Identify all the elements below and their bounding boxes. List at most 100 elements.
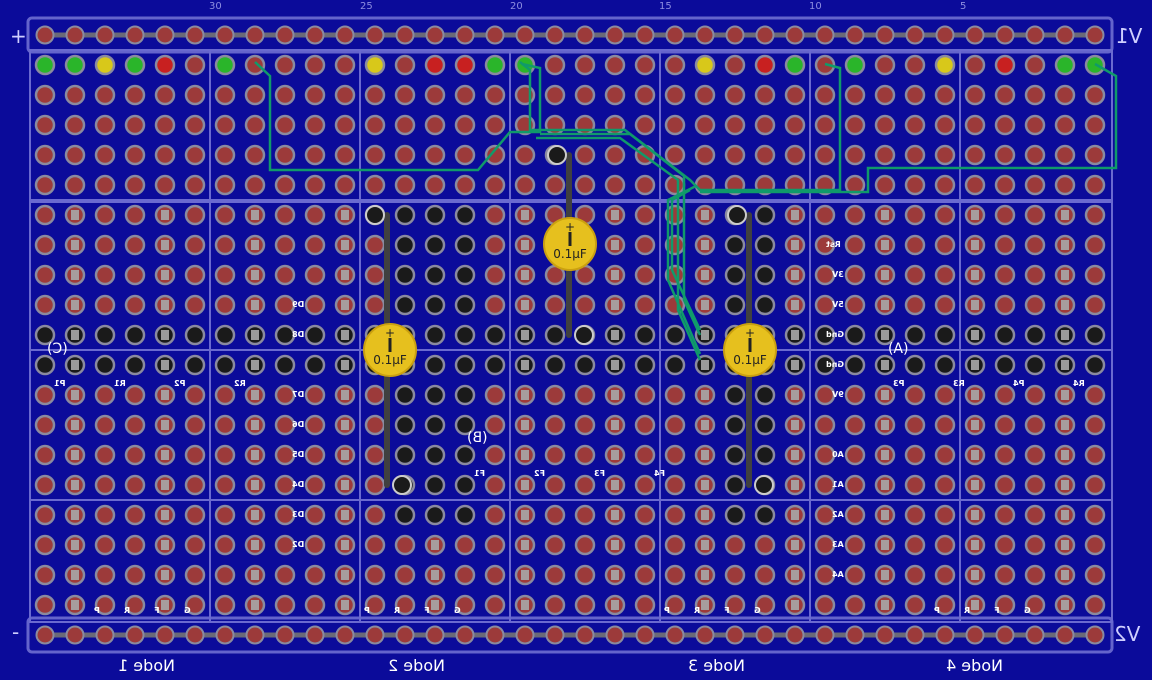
pad [424, 84, 446, 106]
pad-silkscreen [881, 600, 889, 610]
pad [574, 114, 596, 136]
pad [124, 504, 146, 526]
pad [634, 474, 656, 496]
capacitor-2-value: 0.1µF [553, 247, 587, 261]
pad [274, 474, 296, 496]
pad-silkscreen [251, 600, 259, 610]
bottom-rail-pad [215, 625, 235, 645]
pad-silkscreen [341, 600, 349, 610]
pad-silkscreen [701, 570, 709, 580]
pad [124, 114, 146, 136]
pad-silkscreen [521, 600, 529, 610]
scale-20: 20 [510, 1, 523, 12]
pad [754, 444, 776, 466]
pad [994, 504, 1016, 526]
pad [184, 204, 206, 226]
top-rail-pad [935, 25, 955, 45]
pad [484, 234, 506, 256]
pad-silkscreen [971, 210, 979, 220]
pad [34, 534, 56, 556]
pad [184, 144, 206, 166]
pad [574, 414, 596, 436]
pad [544, 84, 566, 106]
pad [484, 84, 506, 106]
pad [214, 564, 236, 586]
pad [454, 114, 476, 136]
pin-label-f4: F4 [654, 469, 666, 478]
pad [124, 444, 146, 466]
pad [304, 474, 326, 496]
pad [1084, 384, 1106, 406]
pad-silkscreen [341, 270, 349, 280]
pad [124, 144, 146, 166]
pad [484, 324, 506, 346]
pin-label-r1: R1 [114, 379, 126, 388]
pin-label-n2-g: G [454, 606, 461, 615]
pad [1084, 504, 1106, 526]
top-rail-pad [665, 25, 685, 45]
pad [34, 174, 56, 196]
pad [1084, 534, 1106, 556]
pad [304, 234, 326, 256]
top-rail-pad [365, 25, 385, 45]
pad [34, 474, 56, 496]
pad-silkscreen [881, 330, 889, 340]
pad [214, 444, 236, 466]
pad-silkscreen [431, 570, 439, 580]
pad [724, 84, 746, 106]
pad-silkscreen [251, 480, 259, 490]
pad-silkscreen [521, 240, 529, 250]
pad [1084, 294, 1106, 316]
bottom-rail-pad [155, 625, 175, 645]
pad [544, 534, 566, 556]
pad-silkscreen [341, 570, 349, 580]
pad [94, 354, 116, 376]
pad-silkscreen [71, 480, 79, 490]
pad [364, 414, 386, 436]
top-rail-pad [725, 25, 745, 45]
pad [424, 414, 446, 436]
pad [334, 84, 356, 106]
pad [34, 594, 56, 616]
pad [34, 444, 56, 466]
pad [214, 474, 236, 496]
pad [544, 564, 566, 586]
pad [94, 414, 116, 436]
pad-silkscreen [881, 570, 889, 580]
pin-label-a1: A1 [832, 480, 844, 489]
pad [574, 54, 596, 76]
top-rail-pad [815, 25, 835, 45]
pad [934, 594, 956, 616]
pad [274, 234, 296, 256]
pad [904, 324, 926, 346]
pad [184, 174, 206, 196]
pad [574, 534, 596, 556]
pad [64, 114, 86, 136]
capacitor-1-value: 0.1µF [373, 353, 407, 367]
pad [124, 84, 146, 106]
pad [1084, 264, 1106, 286]
pad [454, 234, 476, 256]
pad [544, 324, 566, 346]
pad [124, 54, 146, 76]
pad [94, 384, 116, 406]
pad [904, 54, 926, 76]
pad [34, 264, 56, 286]
pin-label-n3-p: P [664, 606, 670, 615]
pad-silkscreen [521, 450, 529, 460]
pad-silkscreen [701, 210, 709, 220]
pad [64, 144, 86, 166]
pin-label-p2: P2 [174, 379, 186, 388]
pin-label-r2: R2 [234, 379, 246, 388]
pin-label-f2: F2 [534, 469, 546, 478]
pad [274, 54, 296, 76]
pad-silkscreen [71, 270, 79, 280]
pad [934, 504, 956, 526]
pad [94, 504, 116, 526]
bottom-rail-pad [1025, 625, 1045, 645]
pad-silkscreen [521, 330, 529, 340]
bottom-rail-pad [785, 625, 805, 645]
pad [424, 234, 446, 256]
pad [184, 294, 206, 316]
pad [604, 174, 626, 196]
